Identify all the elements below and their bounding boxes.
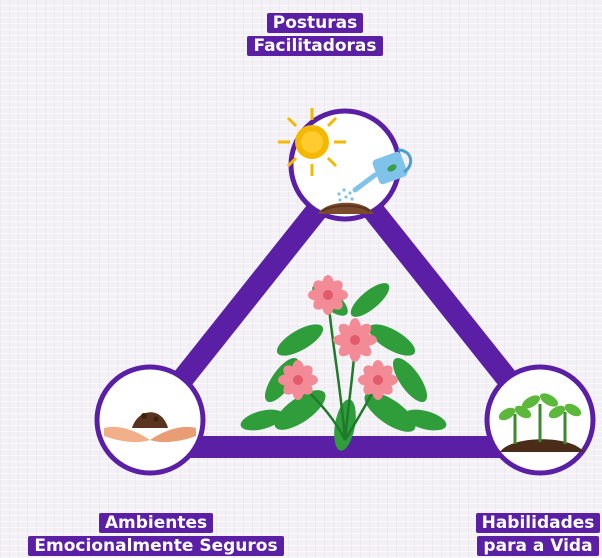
node-ambientes-emocionalmente-seguros	[97, 367, 203, 473]
label-left-line2: Emocionalmente Seguros	[28, 536, 283, 556]
node-habilidades-para-a-vida	[487, 367, 593, 473]
label-right-line2: para a Vida	[477, 536, 598, 556]
flower-4	[358, 360, 398, 400]
label-right-line1: Habilidades	[476, 513, 601, 533]
flowering-plant-icon	[238, 275, 448, 452]
label-ambientes-emocionalmente-seguros: Ambientes Emocionalmente Seguros	[0, 512, 312, 558]
label-habilidades-para-a-vida: Habilidades para a Vida	[474, 512, 602, 558]
flower-2	[333, 318, 377, 362]
label-left-line1: Ambientes	[99, 513, 213, 533]
sun-icon	[278, 108, 346, 176]
node-posturas-facilitadoras	[278, 108, 411, 219]
